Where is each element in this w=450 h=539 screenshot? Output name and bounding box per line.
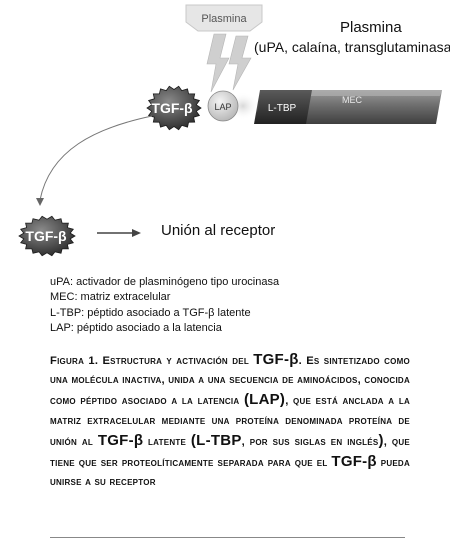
caption-tgf-term: TGF-β bbox=[97, 431, 144, 449]
plasmina-description: (uPA, calaína, transglutaminasa) bbox=[254, 39, 450, 55]
caption-lap-term: (LAP) bbox=[243, 391, 286, 409]
lap-ball: LAP bbox=[207, 90, 239, 122]
caption-text: , que está anclada a la matriz extracelu… bbox=[50, 395, 410, 448]
tgf-beta-bound: TGF-β bbox=[146, 85, 202, 131]
plasmina-box-label: Plasmina bbox=[201, 13, 247, 25]
caption-text: , que tiene que ser proteolíticamente se… bbox=[50, 435, 410, 470]
tgf-bound-label: TGF-β bbox=[151, 100, 193, 116]
figure-diagram: Plasmina MEC L-TBP LAP TGF-β bbox=[18, 4, 450, 257]
figure-caption: Figura 1. Estructura y activación del TG… bbox=[50, 350, 410, 492]
caption-paren: ) bbox=[378, 431, 384, 449]
release-arrow bbox=[36, 115, 153, 206]
abbreviation-legend: uPA: activador de plasminógeno tipo uroc… bbox=[50, 275, 279, 337]
legend-item-lap: LAP: péptido asociado a la latencia bbox=[50, 322, 222, 335]
lap-label: LAP bbox=[214, 102, 231, 112]
tgf-beta-free: TGF-β bbox=[18, 215, 76, 257]
mec-label: MEC bbox=[342, 95, 363, 105]
caption-tgf-term: TGF-β bbox=[253, 351, 299, 368]
diagram-svg: Plasmina MEC L-TBP LAP TGF-β bbox=[18, 4, 442, 257]
caption-text: . Es sintetizado como una molécula inact… bbox=[50, 355, 410, 408]
tgf-free-label: TGF-β bbox=[25, 228, 67, 244]
cleavage-bolt-icon bbox=[206, 33, 252, 93]
caption-text: pueda unirse a su receptor bbox=[50, 457, 410, 489]
ltbp-label: L-TBP bbox=[268, 103, 297, 114]
plasmina-box: Plasmina bbox=[185, 4, 263, 32]
legend-item-mec: MEC: matriz extracelular bbox=[50, 291, 171, 304]
legend-item-ltbp: L-TBP: péptido asociado a TGF-β latente bbox=[50, 306, 251, 319]
caption-figure-heading: Figura 1. Estructura y activación del bbox=[50, 355, 254, 367]
caption-tgf-term: TGF-β bbox=[331, 453, 377, 471]
legend-item-upa: uPA: activador de plasminógeno tipo uroc… bbox=[50, 276, 280, 288]
receptor-arrow bbox=[97, 229, 141, 237]
caption-text: , por sus siglas en inglés bbox=[241, 435, 379, 448]
caption-ltbp-term: (L-TBP bbox=[190, 431, 242, 449]
ltbp-block: L-TBP bbox=[254, 90, 312, 124]
bottom-rule bbox=[50, 537, 405, 538]
caption-text: latente bbox=[143, 435, 191, 448]
plasmina-title: Plasmina bbox=[340, 19, 402, 36]
receptor-binding-label: Unión al receptor bbox=[161, 222, 276, 239]
